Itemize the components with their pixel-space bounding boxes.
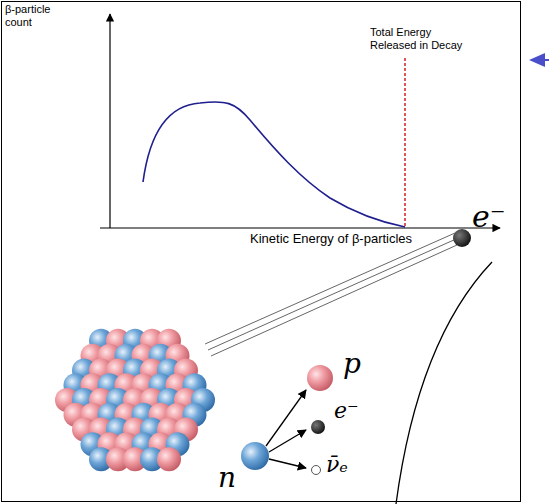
zoom-arc (396, 262, 492, 504)
electron (311, 420, 325, 434)
particle-label: p (343, 348, 361, 380)
particle-label: e⁻ (334, 398, 359, 423)
decay-arrow (269, 430, 306, 452)
endpoint-line (404, 58, 406, 228)
nucleus (55, 329, 215, 471)
spectrum-curve (143, 102, 405, 227)
particle-label: ν̄ₑ (326, 452, 348, 477)
axis-label: Kinetic Energy of β-particles (250, 232, 412, 247)
proton-sphere (157, 447, 181, 471)
decay-arrow (266, 390, 306, 446)
y-axis (109, 14, 110, 228)
electron (453, 229, 471, 247)
decay-arrow (269, 459, 306, 468)
frame (2, 2, 521, 502)
beta-beam (205, 233, 457, 356)
particle-label: e⁻ (472, 200, 506, 235)
x-axis (100, 227, 500, 228)
axis-label: β-particle count (5, 3, 67, 28)
neutron (241, 442, 269, 470)
proton (307, 365, 333, 391)
antineutrino (312, 466, 321, 475)
particle-label: n (218, 462, 236, 494)
pointer-arrow (529, 53, 545, 67)
annotation: Total Energy Released in Decay (370, 26, 468, 51)
